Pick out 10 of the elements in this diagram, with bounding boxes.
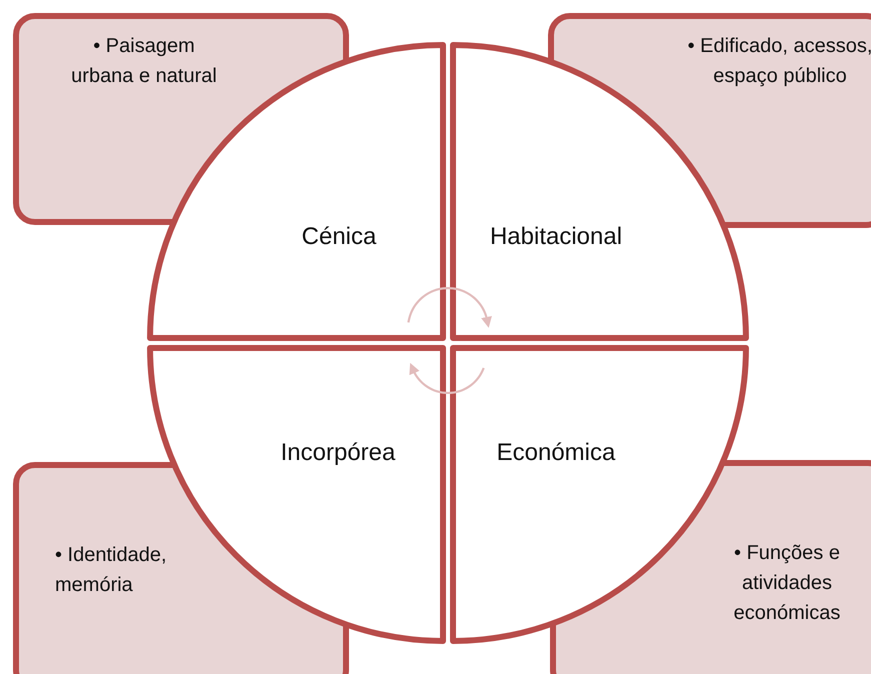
quadrant-label: Incorpórea [280, 439, 396, 467]
quadrant-label: Económica [496, 439, 616, 467]
bullet-text: • Identidade, memória [55, 543, 168, 598]
quadrant-label: Cénica [302, 223, 376, 251]
bullet-text: • Edificado, acessos, espaço público [686, 34, 871, 89]
bullet-text: • Funções e atividades económicas [732, 541, 842, 626]
quadrant-label: Habitacional [490, 223, 622, 251]
cycle-arrow [407, 287, 492, 328]
cycle-arrow [409, 362, 485, 394]
bullet-text: • Paisagem urbana e natural [70, 34, 218, 89]
